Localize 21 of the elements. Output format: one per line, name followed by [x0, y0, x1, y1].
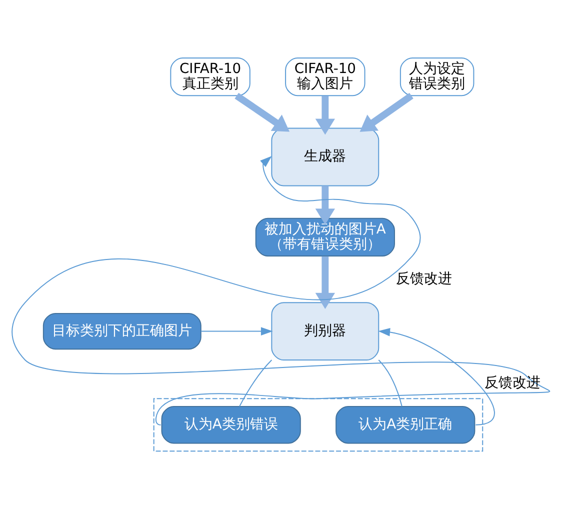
node-box: 认为A类别错误 [161, 406, 301, 444]
edge-label: 反馈改进 [396, 270, 452, 286]
arrow [360, 92, 414, 132]
node-box: 认为A类别正确 [336, 406, 476, 444]
arrow [234, 92, 290, 132]
node-box: 人为设定 错误类别 [400, 56, 474, 96]
arrow [200, 326, 273, 335]
connector [238, 359, 272, 406]
node-box: 被加入扰动的图片A （带有错误类别） [255, 217, 395, 256]
arrow [315, 256, 335, 308]
connector [378, 359, 402, 406]
node-box: 生成器 [271, 127, 380, 186]
arrow [315, 185, 335, 224]
node-box: CIFAR-10 输入图片 [285, 56, 366, 96]
arrow [12, 156, 550, 425]
node-box: 目标类别下的正确图片 [42, 312, 202, 350]
node-box: 判别器 [271, 302, 380, 360]
arrow [315, 95, 335, 134]
cluster [153, 398, 484, 452]
arrow [378, 327, 495, 425]
node-box: CIFAR-10 真正类别 [170, 56, 250, 96]
